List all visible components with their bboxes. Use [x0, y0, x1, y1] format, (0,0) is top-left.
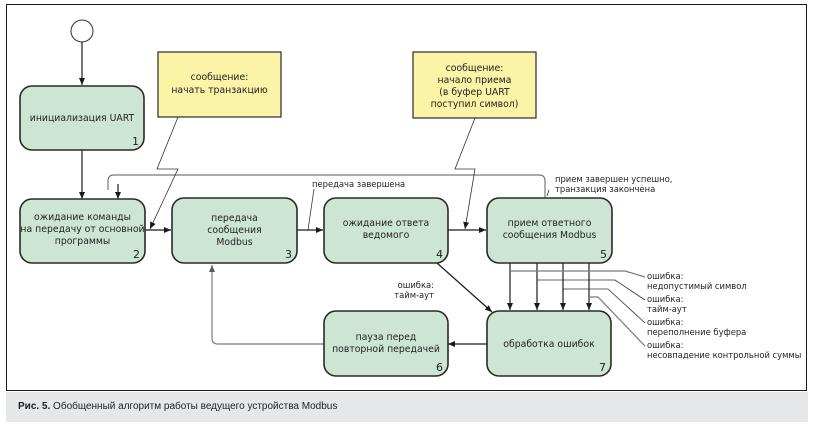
leader-error-2 [537, 279, 646, 301]
state-number: 1 [132, 135, 139, 148]
state-label: прием ответного [508, 218, 592, 229]
state-number: 3 [285, 248, 292, 261]
state-6-pause: пауза перед повторной передачей 6 [323, 310, 449, 377]
label-tx-done: передача завершена [312, 179, 405, 189]
state-number: 6 [436, 361, 443, 374]
leader-tx-done [307, 188, 315, 231]
label-error-2: ошибка: [647, 294, 683, 304]
edge-6-to-3-retry [209, 265, 324, 345]
state-label: передача [211, 213, 258, 224]
state-label: сообщения Modbus [503, 230, 597, 241]
state-label: инициализация UART [30, 113, 135, 124]
state-label: обработка ошибок [503, 339, 595, 350]
caption-text: Обобщенный алгоритм работы ведущего устр… [50, 401, 338, 412]
state-label: пауза перед [356, 332, 417, 343]
note-line: начать транзакцию [171, 85, 268, 96]
state-2-wait-command: ожидание команды на передачу от основной… [19, 198, 146, 264]
leader-error-1 [510, 270, 646, 278]
label-error-3: ошибка: [647, 317, 683, 327]
caption-prefix: Рис. 5. [18, 401, 51, 412]
state-label: ожидание ответа [343, 218, 429, 229]
state-number: 2 [133, 248, 140, 261]
state-label: ведомого [363, 230, 410, 241]
leader-error-3 [563, 288, 646, 324]
label-rx-success: транзакция закончена [555, 184, 655, 194]
state-7-error-handling: обработка ошибок 7 [486, 310, 612, 377]
state-3-transmit: передача сообщения Modbus 3 [171, 197, 298, 264]
note-line: сообщение: [446, 63, 504, 74]
label-error-1: ошибка: [647, 271, 683, 281]
leader-rx-success [546, 189, 550, 197]
state-5-receive: прием ответного сообщения Modbus 5 [486, 197, 613, 264]
note-line: сообщение: [191, 72, 249, 83]
state-1-uart-init: инициализация UART 1 [19, 85, 145, 151]
state-label: на передачу от основной [20, 224, 144, 235]
label-error-3: переполнение буфера [647, 327, 746, 337]
state-label: Modbus [216, 237, 252, 248]
label-error-2: тайм-аут [647, 304, 687, 314]
label-timeout-4: ошибка: [398, 280, 434, 290]
note-receive-start: сообщение: начало приема (в буфер UART п… [412, 51, 537, 119]
label-error-1: недопустимый символ [647, 281, 747, 291]
note-line: (в буфер UART [439, 87, 510, 98]
label-error-4: несовпадение контрольной суммы [647, 350, 801, 360]
leader-error-4 [589, 296, 646, 347]
state-number: 5 [600, 248, 607, 261]
edge-5-to-2-return [107, 174, 546, 198]
state-label: сообщения [207, 225, 261, 236]
figure-caption: Рис. 5. Обобщенный алгоритм работы ведущ… [6, 392, 808, 422]
state-label: ожидание команды [34, 212, 131, 223]
start-node-icon [70, 19, 94, 43]
label-error-4: ошибка: [647, 340, 683, 350]
connector-note-receive-start [454, 117, 476, 230]
label-timeout-4: тайм-аут [394, 290, 434, 300]
edge-4-to-7-timeout [436, 262, 493, 313]
state-4-wait-response: ожидание ответа ведомого 4 [323, 197, 449, 264]
note-line: начало приема [437, 75, 511, 86]
connector-note-start-transaction [149, 116, 179, 230]
state-number: 4 [436, 248, 443, 261]
state-label: повторной передачей [332, 344, 440, 355]
label-rx-success: прием завершен успешно, [555, 174, 672, 184]
note-start-transaction: сообщение: начать транзакцию [157, 51, 282, 118]
state-label: программы [55, 236, 111, 247]
note-line: поступил символ) [431, 99, 519, 110]
state-number: 7 [599, 361, 606, 374]
